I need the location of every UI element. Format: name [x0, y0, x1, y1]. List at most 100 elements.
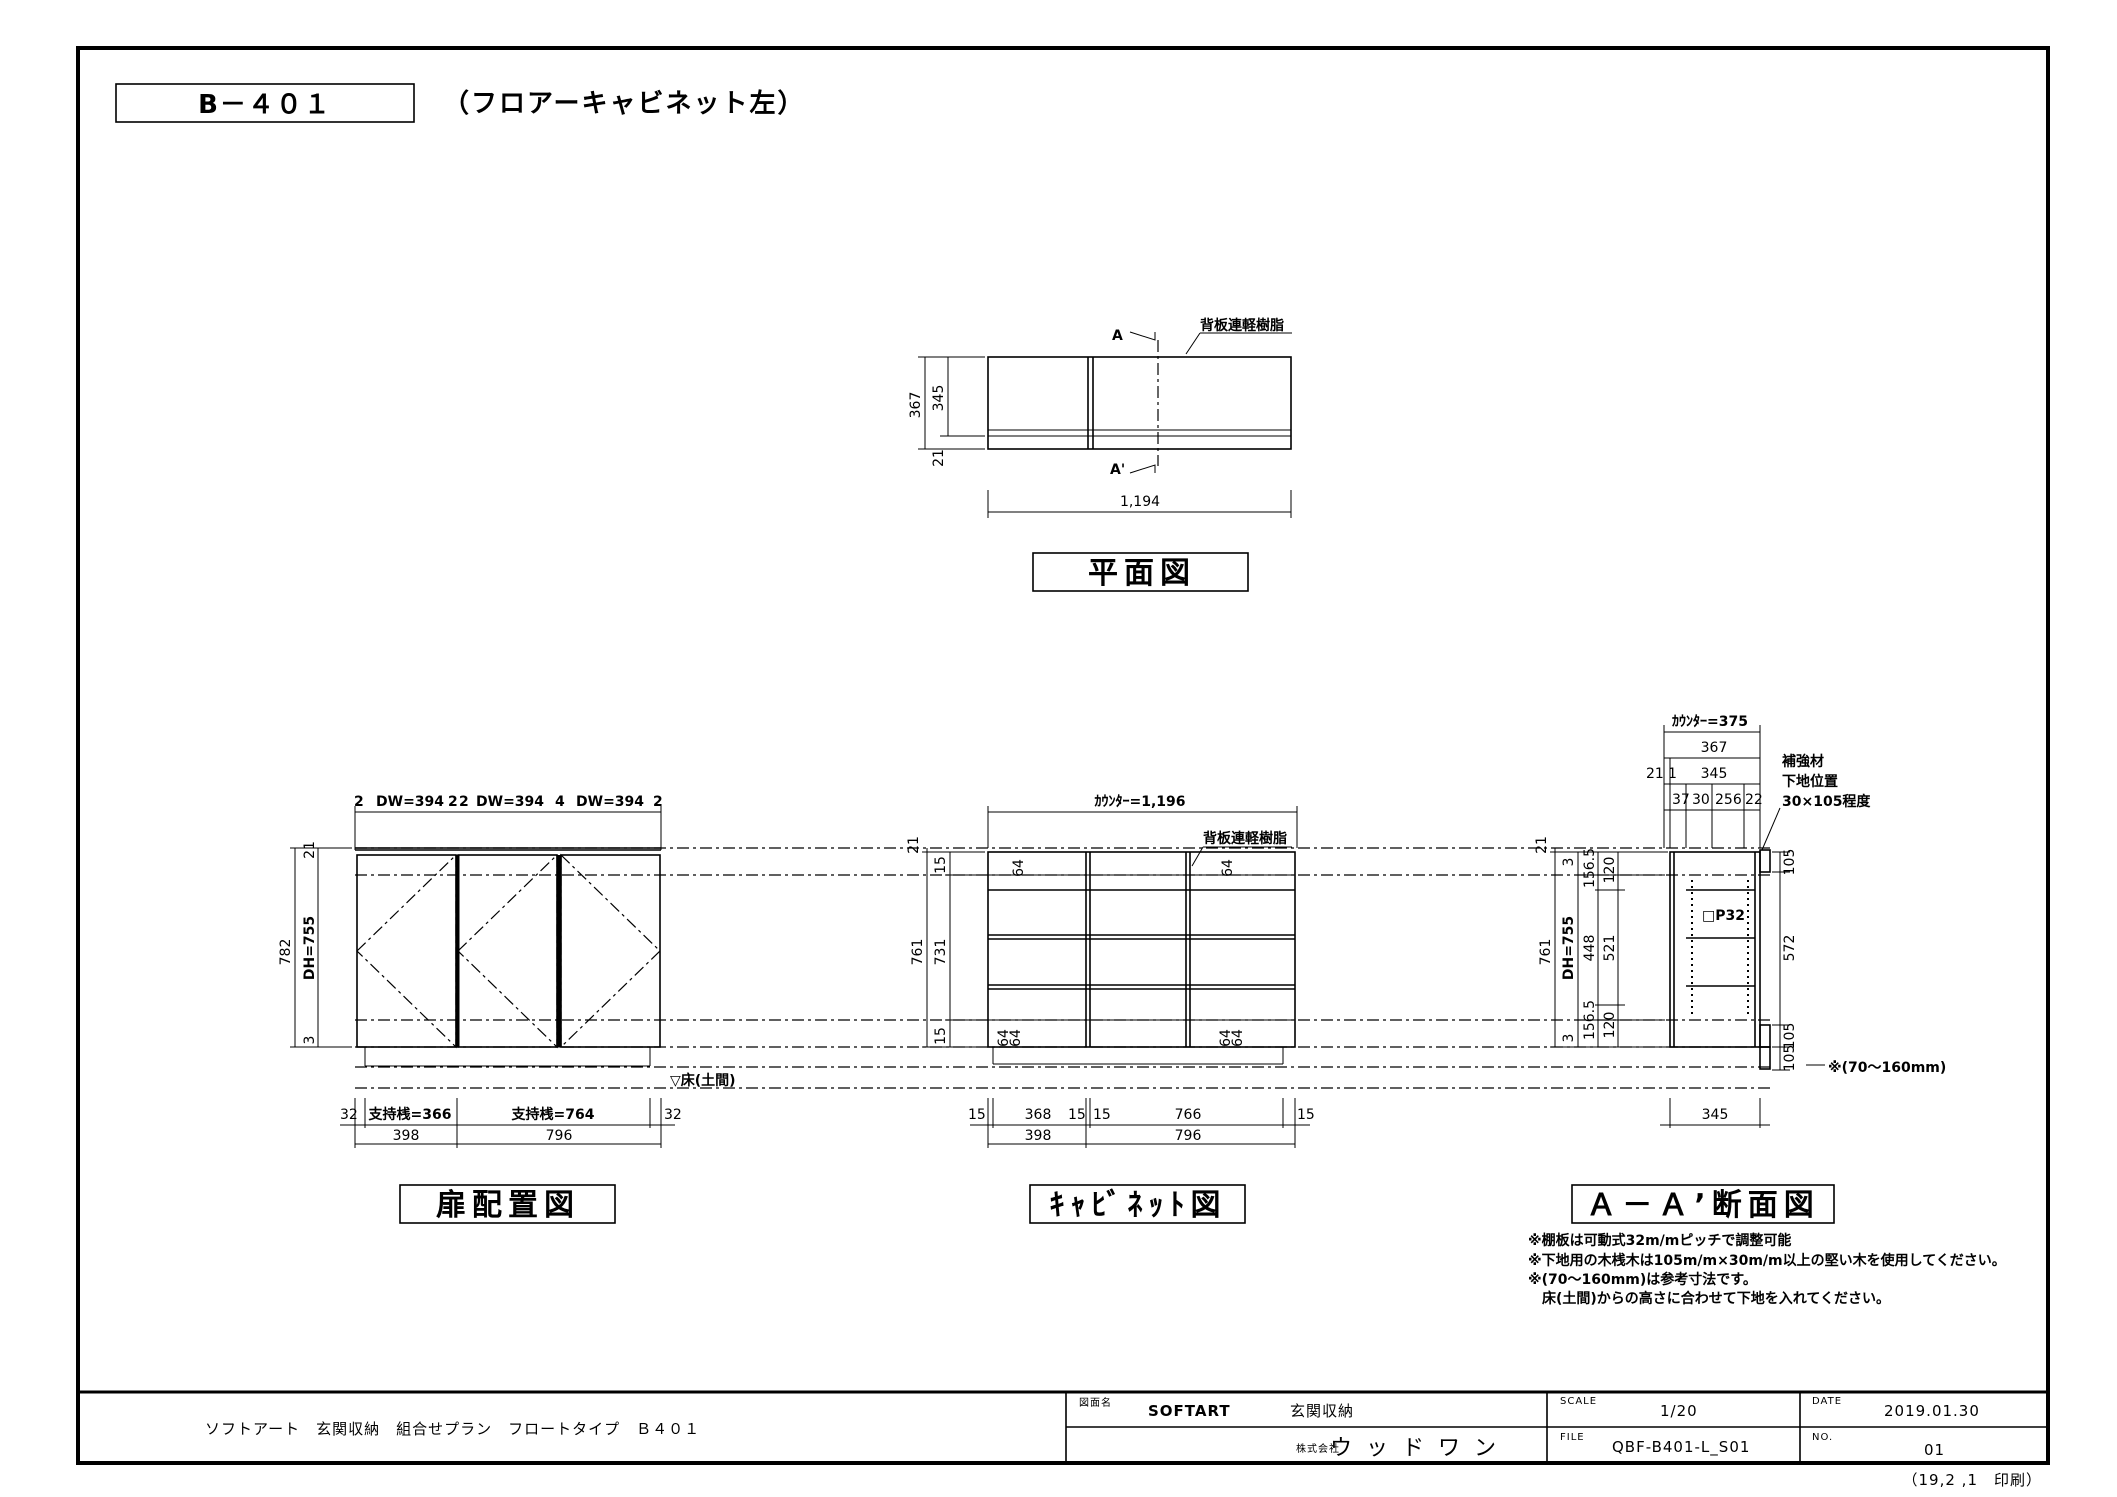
cab-dim-21: 21 [906, 836, 922, 854]
cab-title: ｷｬﾋﾞﾈｯﾄ図 [1050, 1188, 1227, 1223]
sec-reinforce-1: 補強材 [1781, 753, 1824, 770]
door-base-796: 796 [546, 1128, 573, 1144]
door-top-d1: 2 [354, 794, 364, 810]
plan-section-a: A [1112, 328, 1123, 344]
header-code-box [115, 83, 415, 123]
sec-title: Ａ－Ａ’断面図 [1586, 1188, 1819, 1223]
sec-outline [1669, 851, 1761, 1048]
plan-outline [987, 356, 1292, 450]
plan-dim-367: 367 [908, 392, 924, 419]
door-top-d4: 2 [459, 794, 469, 810]
cab-dim-64e: 64 [1218, 1029, 1234, 1047]
cab-dim-15b: 15 [933, 1027, 949, 1045]
sec-counter: ｶｳﾝﾀｰ=375 [1672, 714, 1748, 730]
reference-lines [355, 847, 1770, 1089]
cab-dim-64b: 64 [1220, 859, 1236, 877]
door-sup-764: 支持桟=764 [511, 1106, 595, 1123]
tb-no-label: NO. [1812, 1432, 1833, 1443]
door-top-d5: DW=394 [476, 794, 544, 810]
door-dim-dh: DH=755 [302, 916, 318, 980]
door-sup-366: 支持桟=366 [368, 1106, 452, 1123]
sec-range: ※(70～160mm) [1828, 1060, 1946, 1076]
door-dim-3: 3 [302, 1036, 318, 1045]
sec-dim-3b: 3 [1561, 1034, 1577, 1043]
cab-counter: ｶｳﾝﾀｰ=1,196 [1094, 794, 1185, 810]
cab-outline [987, 851, 1296, 1048]
door-title: 扉配置図 [436, 1188, 580, 1223]
section-view: ｶｳﾝﾀｰ=375 367 21 1 345 37 30 256 22 補強材 … [1534, 714, 1946, 1128]
door-1 [356, 854, 457, 1048]
sec-bottom-345: 345 [1702, 1107, 1729, 1123]
plan-title: 平面図 [1088, 556, 1196, 591]
cab-b-15b: 15 [1068, 1107, 1086, 1123]
plan-dim-345: 345 [931, 385, 947, 412]
tb-scale: 1/20 [1660, 1402, 1698, 1420]
cab-base-398: 398 [1025, 1128, 1052, 1144]
sec-dim-120b: 120 [1602, 1012, 1618, 1039]
door-2 [457, 854, 558, 1048]
cab-b-15d: 15 [1297, 1107, 1315, 1123]
door-3 [560, 854, 661, 1048]
tb-company: ウッドワン [1330, 1436, 1510, 1461]
title-block: ソフトアート 玄関収納 組合せプラン フロートタイプ Ｂ４０１ 図面名 SOFT… [78, 1390, 2048, 1463]
cab-dim-64a: 64 [1011, 859, 1027, 877]
door-base-398: 398 [393, 1128, 420, 1144]
door-dim-782: 782 [278, 939, 294, 966]
sec-p32: □P32 [1702, 908, 1745, 924]
sec-dim-105b: 105 [1782, 1023, 1798, 1050]
cab-dim-731: 731 [933, 939, 949, 966]
sec-title-box [1571, 1184, 1835, 1224]
cabinet-view: ｶｳﾝﾀｰ=1,196 背板連軽樹脂 64 64 64 64 64 64 [906, 794, 1315, 1148]
sec-reinforce-top [1759, 849, 1771, 873]
tb-file: QBF-B401-L_S01 [1612, 1438, 1750, 1457]
door-top-d2: DW=394 [376, 794, 444, 810]
door-sup-32b: 32 [664, 1107, 682, 1123]
sec-inner-22: 22 [1745, 792, 1763, 808]
sec-dim-761: 761 [1538, 939, 1554, 966]
sec-dim-345: 345 [1701, 766, 1728, 782]
cab-b-368: 368 [1025, 1107, 1052, 1123]
note-4: 床(土間)からの高さに合わせて下地を入れてください。 [1528, 1290, 1890, 1307]
sec-dim-367: 367 [1701, 740, 1728, 756]
sec-reinforce-3: 30×105程度 [1782, 793, 1871, 810]
note-1: ※棚板は可動式32m/mピッチで調整可能 [1528, 1232, 1791, 1249]
cab-dim-64c: 64 [996, 1029, 1012, 1047]
sec-reinforce-bottom [1759, 1024, 1771, 1048]
sec-dim-3a: 3 [1561, 858, 1577, 867]
cab-dim-64d: 64 [1008, 1029, 1024, 1047]
note-2: ※下地用の木桟木は105m/m×30m/m以上の堅い木を使用してください。 [1528, 1252, 2006, 1269]
door-title-box [399, 1184, 616, 1224]
door-floor-label: ▽床(土間) [670, 1072, 736, 1089]
plan-title-box [1032, 552, 1249, 592]
door-sup-32a: 32 [340, 1107, 358, 1123]
sec-dim-dh: DH=755 [1561, 916, 1577, 980]
sec-dim-120a: 120 [1602, 857, 1618, 884]
sec-reinforce-2: 下地位置 [1782, 773, 1838, 790]
cab-base-796: 796 [1175, 1128, 1202, 1144]
door-view: 2 DW=394 2 2 DW=394 4 DW=394 2 ▽床(土間) 21 [278, 794, 736, 1148]
tb-company-label: 株式会社 [1296, 1442, 1340, 1455]
plan-view: A A' 背板連軽樹脂 367 345 21 1,194 [908, 317, 1292, 518]
cab-b-15c: 15 [1093, 1107, 1111, 1123]
tb-scale-label: SCALE [1560, 1396, 1597, 1407]
sec-support-block [1759, 1046, 1771, 1070]
sec-inner-37: 37 [1672, 792, 1690, 808]
tb-project: ソフトアート 玄関収納 組合せプラン フロートタイプ Ｂ４０１ [205, 1420, 700, 1438]
sec-dim-105c: 105 [1782, 1045, 1798, 1072]
tb-genkan: 玄関収納 [1290, 1402, 1354, 1420]
door-top-d8: 2 [653, 794, 663, 810]
door-top-d3: 2 [448, 794, 458, 810]
cab-dim-15a: 15 [933, 856, 949, 874]
tb-date: 2019.01.30 [1884, 1402, 1980, 1420]
cab-b-15a: 15 [968, 1107, 986, 1123]
sec-inner-30: 30 [1692, 792, 1710, 808]
cab-dim-761: 761 [910, 939, 926, 966]
header-name: （フロアーキャビネット左） [443, 89, 805, 119]
tb-softart: SOFTART [1148, 1402, 1231, 1420]
sec-inner-256: 256 [1715, 792, 1742, 808]
sec-dim-448: 448 [1582, 935, 1598, 962]
tb-printed: （19,2 ,1 印刷） [1903, 1471, 2042, 1489]
cab-title-box [1029, 1184, 1246, 1224]
plan-section-a2: A' [1110, 462, 1125, 478]
